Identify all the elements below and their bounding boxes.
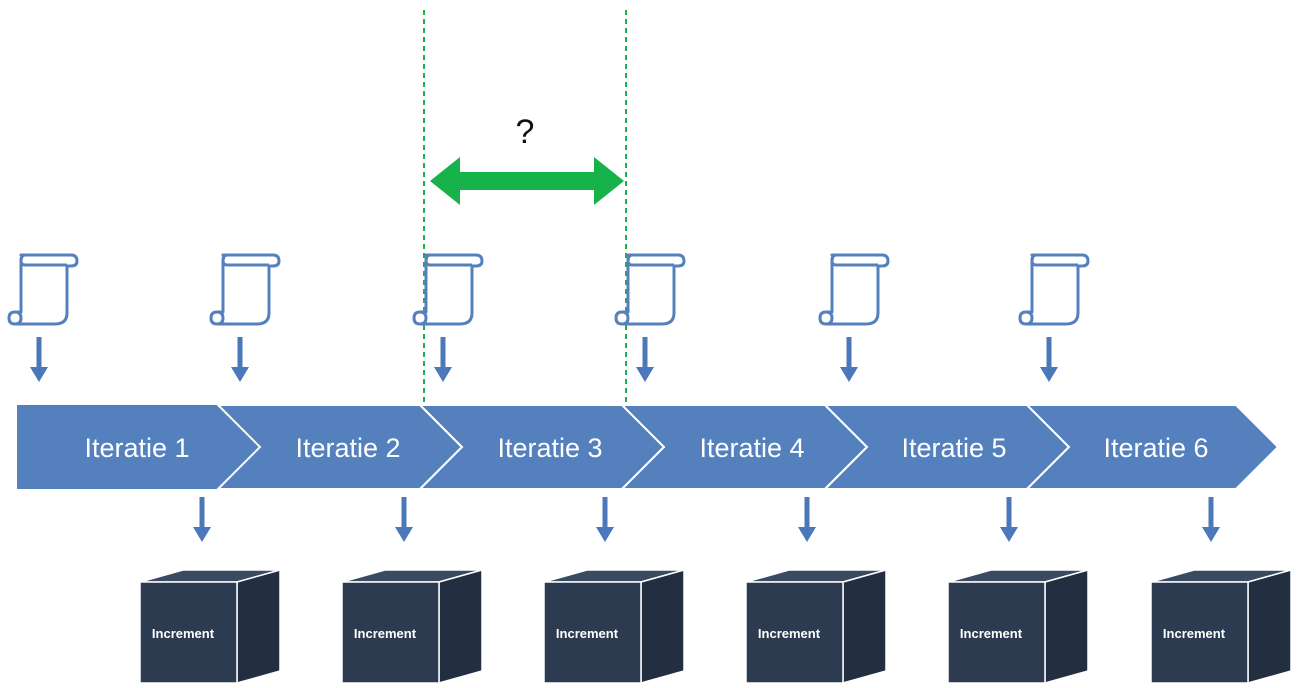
iteration-label: Iteratie 3 <box>497 433 602 463</box>
arrow-down-icon <box>1000 497 1018 542</box>
arrow-down-icon <box>798 497 816 542</box>
arrow-down-icon <box>231 337 249 382</box>
scroll-icon <box>209 253 281 326</box>
arrow-down-icon <box>30 337 48 382</box>
arrow-down-icon <box>1040 337 1058 382</box>
increment-label: Increment <box>1163 626 1226 641</box>
increment-label: Increment <box>758 626 821 641</box>
arrow-down-icon <box>395 497 413 542</box>
scroll-icon <box>818 253 890 326</box>
arrow-down-icon <box>636 337 654 382</box>
arrow-down-icon <box>193 497 211 542</box>
arrow-down-icon <box>596 497 614 542</box>
increment-cube-2 <box>341 569 483 684</box>
question-mark: ? <box>516 113 535 151</box>
scroll-icon <box>1018 253 1090 326</box>
iteration-label: Iteratie 1 <box>84 433 189 463</box>
increment-label: Increment <box>152 626 215 641</box>
increment-cube-4 <box>745 569 887 684</box>
increment-label: Increment <box>960 626 1023 641</box>
arrow-down-icon <box>434 337 452 382</box>
increment-cube-6 <box>1150 569 1292 684</box>
iteration-chevron-1 <box>17 405 260 489</box>
double-arrow <box>430 157 624 205</box>
scroll-icon <box>7 253 79 326</box>
iteration-label: Iteratie 4 <box>699 433 804 463</box>
increment-cube-1 <box>139 569 281 684</box>
increment-cube-5 <box>947 569 1089 684</box>
iteration-chevron-6 <box>1024 404 1280 490</box>
increment-cube-3 <box>543 569 685 684</box>
arrow-down-icon <box>840 337 858 382</box>
increment-label: Increment <box>556 626 619 641</box>
iteration-label: Iteratie 5 <box>901 433 1006 463</box>
arrow-down-icon <box>1202 497 1220 542</box>
increment-label: Increment <box>354 626 417 641</box>
iteration-label: Iteratie 2 <box>295 433 400 463</box>
iteration-label: Iteratie 6 <box>1103 433 1208 463</box>
